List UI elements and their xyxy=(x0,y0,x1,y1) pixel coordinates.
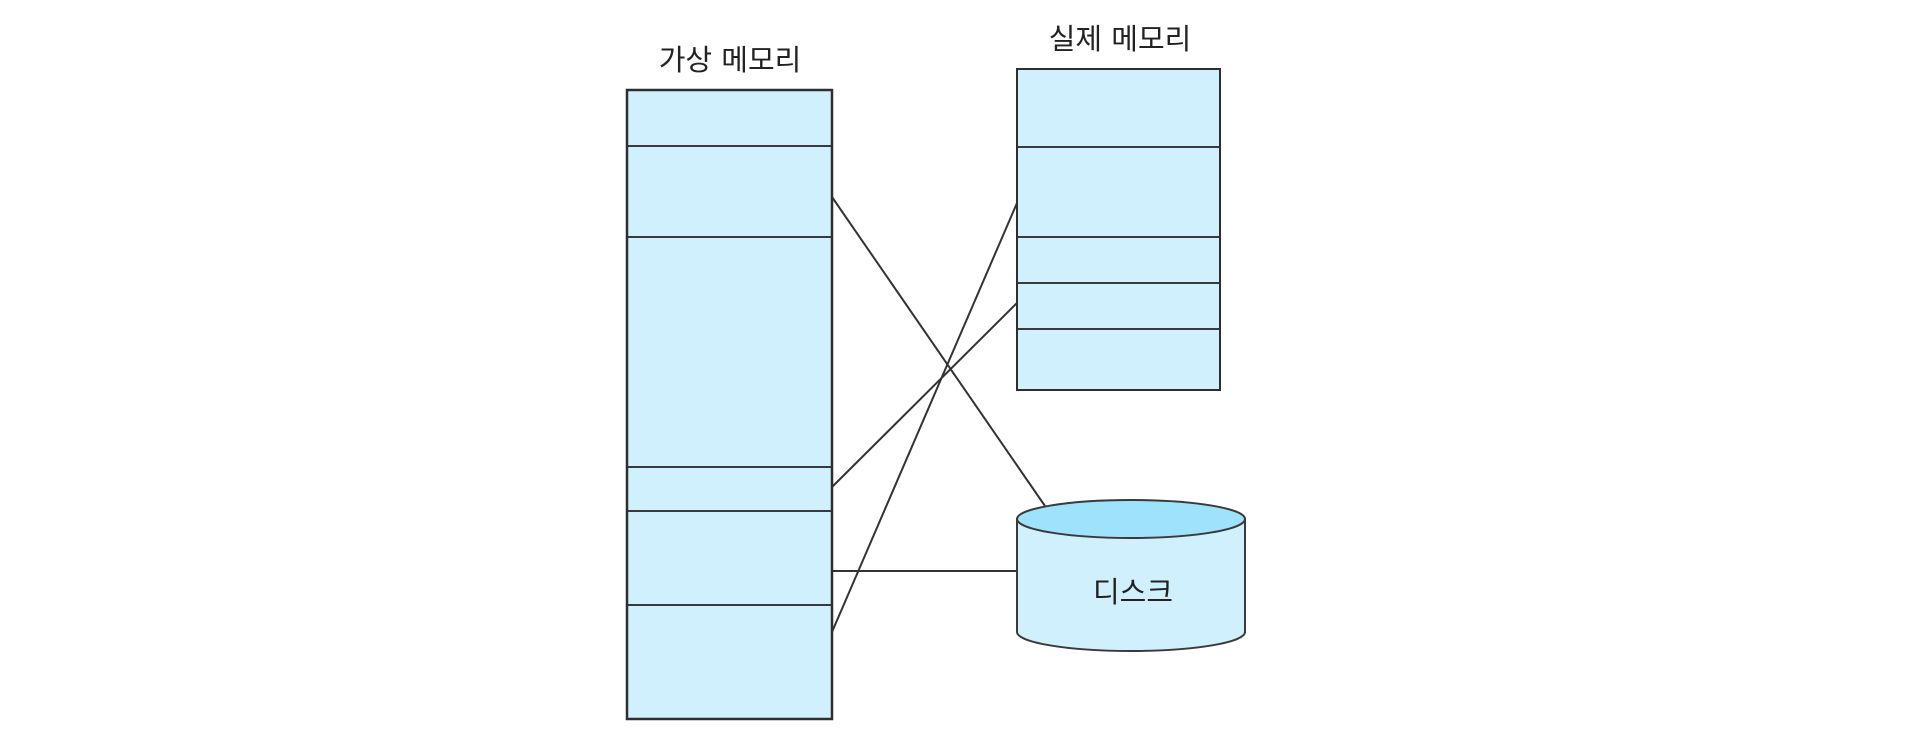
virtual-block-1 xyxy=(626,89,833,147)
physical-block-5 xyxy=(1016,328,1221,391)
mapping-line-vblock4-to-pblock4 xyxy=(831,302,1018,488)
physical-block-4 xyxy=(1016,282,1221,330)
virtual-block-2 xyxy=(626,145,833,238)
physical-memory-title: 실제 메모리 xyxy=(1049,22,1192,56)
virtual-memory-border xyxy=(625,88,834,721)
disk: 디스크 xyxy=(1016,499,1246,652)
physical-memory-column xyxy=(1016,68,1221,391)
virtual-memory-title: 가상 메모리 xyxy=(659,43,802,77)
mapping-lines xyxy=(831,196,1046,633)
physical-block-1 xyxy=(1016,68,1221,148)
virtual-memory-column xyxy=(626,89,833,720)
virtual-block-3 xyxy=(626,236,833,468)
physical-block-3 xyxy=(1016,236,1221,284)
virtual-block-5 xyxy=(626,510,833,606)
virtual-block-6 xyxy=(626,604,833,720)
mapping-line-vblock7-to-pblock2 xyxy=(831,202,1018,633)
disk-label: 디스크 xyxy=(1093,575,1173,609)
virtual-block-4 xyxy=(626,466,833,512)
mapping-line-vblock2-to-disk xyxy=(831,196,1046,507)
disk-top xyxy=(1016,499,1246,539)
disk-body xyxy=(1016,518,1246,652)
physical-block-2 xyxy=(1016,146,1221,238)
physical-memory-border xyxy=(1016,68,1221,391)
